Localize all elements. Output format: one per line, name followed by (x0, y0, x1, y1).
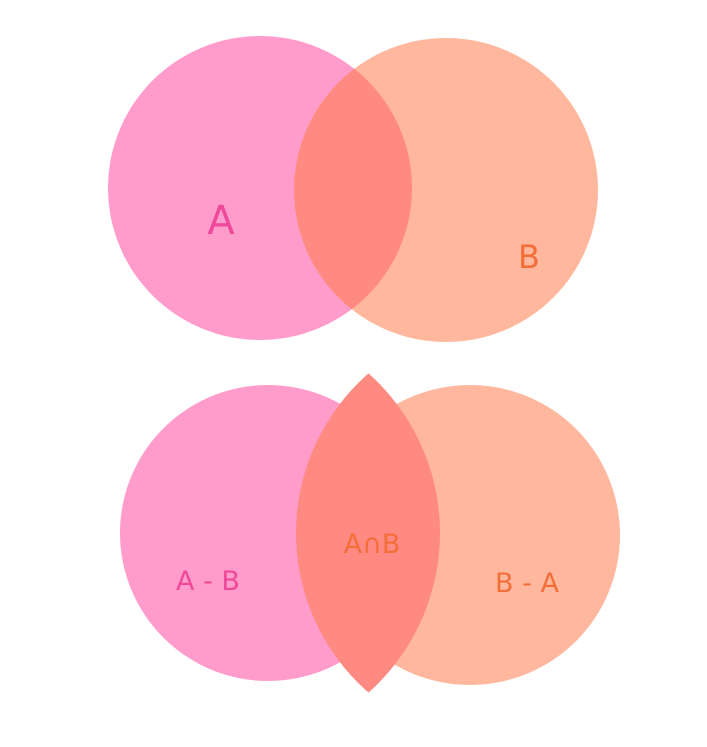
a-minus-b-label: A - B (176, 566, 240, 597)
intersection-lens (296, 321, 440, 745)
set-a-label: A (207, 198, 235, 244)
set-b-label: B (518, 238, 540, 276)
b-minus-a-label: B - A (495, 568, 559, 599)
intersection-label: A∩B (344, 529, 401, 560)
bottom-venn: A - B A∩B B - A (120, 321, 620, 745)
top-venn: A B (108, 36, 598, 342)
intersection-region (294, 38, 412, 340)
